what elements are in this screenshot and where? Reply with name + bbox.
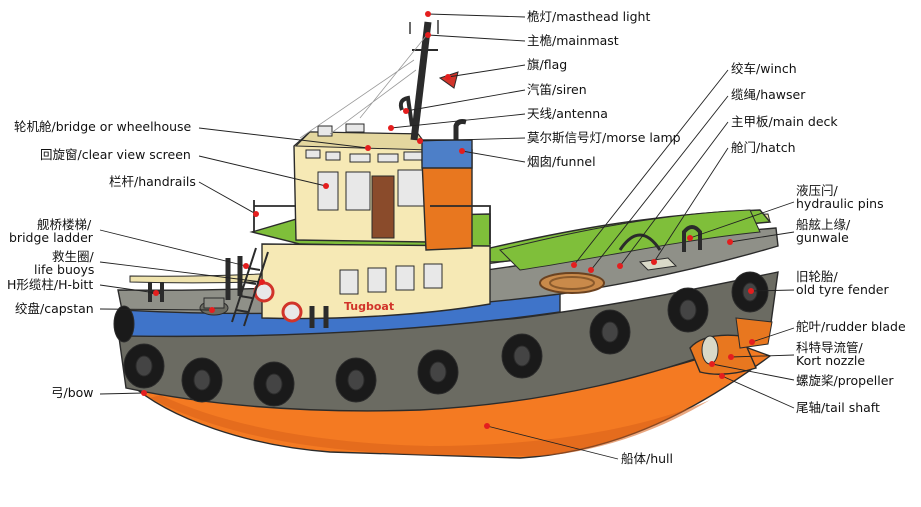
label-life-buoys-2: life buoys	[34, 262, 94, 277]
hatch	[638, 257, 678, 271]
label-main-deck: 主甲板/main deck	[731, 114, 838, 129]
mainmast	[410, 21, 432, 141]
label-old-tyre-fender-1: 旧轮胎/	[796, 269, 839, 284]
label-rudder-blade: 舵叶/rudder blade	[796, 319, 906, 334]
label-bridge-ladder-2: bridge ladder	[9, 230, 94, 245]
label-masthead-light: 桅灯/masthead light	[527, 9, 650, 24]
propeller	[701, 335, 719, 365]
tyre-fenders	[113, 271, 769, 407]
labels: 桅灯/masthead light 主桅/mainmast 旗/flag 汽笛/…	[7, 9, 906, 466]
label-hydraulic-pins-2: hydraulic pins	[796, 196, 884, 211]
label-hatch: 舱门/hatch	[731, 140, 796, 155]
bridge-ladder	[231, 247, 269, 327]
label-tail-shaft: 尾轴/tail shaft	[796, 400, 880, 415]
label-kort-nozzle-2: Kort nozzle	[796, 353, 865, 368]
label-morse-lamp: 莫尔斯信号灯/morse lamp	[527, 130, 681, 145]
label-antenna: 天线/antenna	[527, 106, 608, 121]
label-hull: 船体/hull	[621, 451, 673, 466]
label-mainmast: 主桅/mainmast	[527, 33, 619, 48]
label-hydraulic-pins-1: 液压闩/	[796, 183, 839, 198]
tugboat-illustration: Tugboat	[113, 20, 779, 459]
wheelhouse-door	[371, 175, 395, 239]
life-buoy-2	[281, 301, 303, 323]
marker-dots	[141, 11, 755, 429]
label-funnel: 烟囱/funnel	[527, 154, 596, 169]
label-gunwale-1: 船舷上缘/	[796, 217, 851, 232]
label-life-buoys-1: 救生圈/	[52, 249, 95, 264]
label-kort-nozzle-1: 科特导流管/	[796, 340, 864, 355]
leader-lines	[99, 13, 795, 460]
label-flag: 旗/flag	[527, 57, 567, 72]
label-clear-view-screen: 回旋窗/clear view screen	[40, 147, 191, 162]
label-gunwale-2: gunwale	[796, 230, 849, 245]
label-old-tyre-fender-2: old tyre fender	[796, 282, 889, 297]
boat-name: Tugboat	[344, 300, 394, 313]
rudder-blade	[735, 317, 773, 349]
hydraulic-pins	[682, 225, 702, 252]
label-handrails: 栏杆/handrails	[109, 174, 196, 189]
label-propeller: 螺旋桨/propeller	[796, 373, 894, 388]
label-h-bitt: H形缆柱/H-bitt	[7, 277, 93, 292]
label-bridge: 轮机舱/bridge or wheelhouse	[14, 119, 192, 134]
label-bow: 弓/bow	[51, 385, 94, 400]
label-winch: 绞车/winch	[731, 61, 797, 76]
label-siren: 汽笛/siren	[527, 82, 587, 97]
label-capstan: 绞盘/capstan	[15, 301, 94, 316]
label-hawser: 缆绳/hawser	[731, 87, 806, 102]
label-bridge-ladder-1: 舰桥楼梯/	[37, 217, 92, 232]
